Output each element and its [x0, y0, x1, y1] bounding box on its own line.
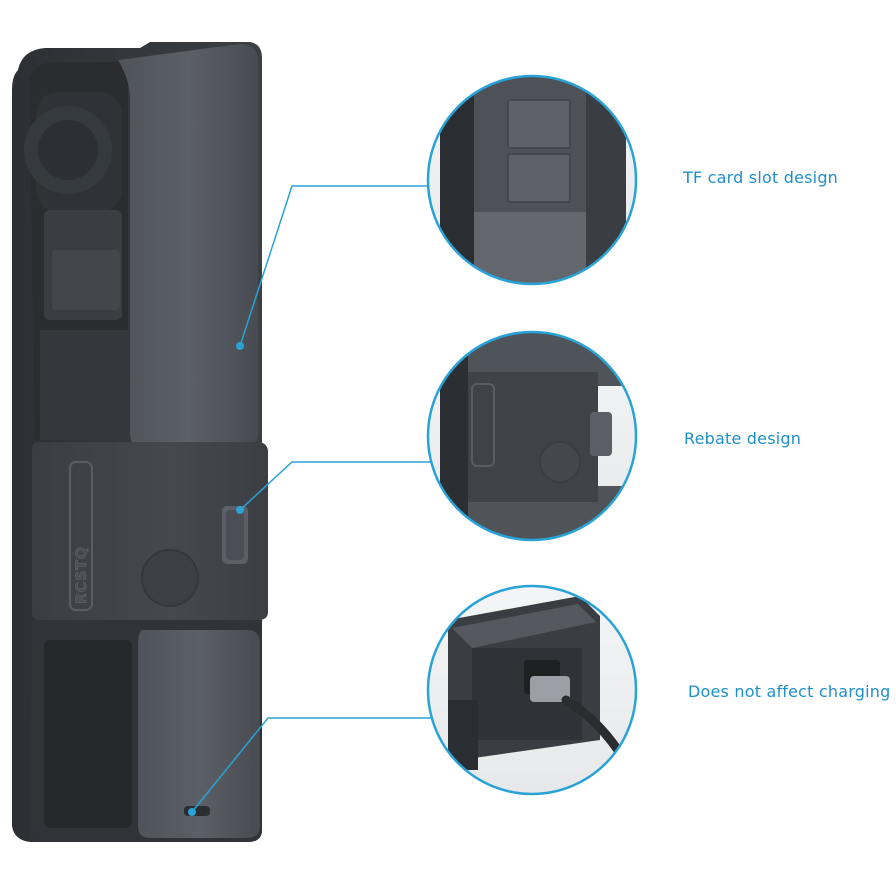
- feature-label-charging: Does not affect charging: [688, 682, 891, 701]
- callout-dots: [188, 342, 244, 816]
- detail-circle-charging: [426, 584, 638, 796]
- callout-line-tf: [239, 185, 428, 347]
- feature-label-rebate: Rebate design: [684, 429, 802, 448]
- callout-line-charging: [191, 717, 432, 813]
- button-circle: [141, 549, 199, 607]
- gimbal-head: [24, 92, 128, 440]
- brand-plate: [69, 461, 93, 611]
- feature-label-tf-card-slot: TF card slot design: [683, 168, 839, 187]
- brand-mark: RCSTQ: [74, 546, 90, 604]
- charging-cable: [561, 695, 636, 785]
- detail-circle-tf-slot: [426, 74, 638, 286]
- callout-line-rebate: [239, 461, 430, 511]
- usb-c-plug: [530, 676, 570, 702]
- tf-slot-upper: [507, 99, 571, 149]
- tf-slot-lower: [507, 153, 571, 203]
- case-body: RCSTQ: [12, 42, 268, 842]
- detail-circle-rebate: [426, 330, 638, 542]
- callout-lines: [191, 185, 432, 813]
